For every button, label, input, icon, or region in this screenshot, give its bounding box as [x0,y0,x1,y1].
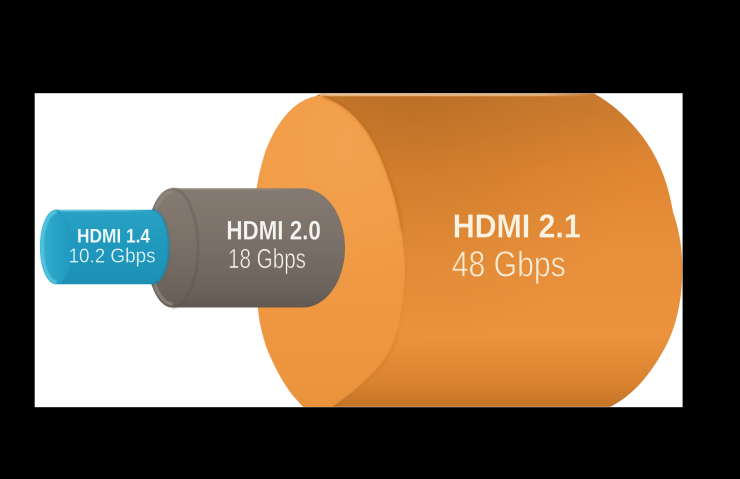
svg-text:HDMI 2.0: HDMI 2.0 [226,215,321,245]
svg-text:HDMI 2.1: HDMI 2.1 [453,209,581,246]
svg-text:48 Gbps: 48 Gbps [452,244,566,285]
svg-text:10.2 Gbps: 10.2 Gbps [69,246,156,268]
svg-text:18 Gbps: 18 Gbps [228,242,306,274]
svg-text:HDMI 1.4: HDMI 1.4 [77,226,150,248]
